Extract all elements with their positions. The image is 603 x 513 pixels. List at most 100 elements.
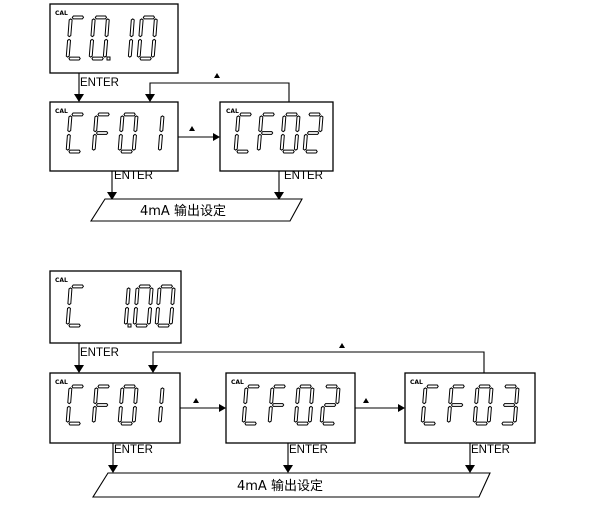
lcd-segment xyxy=(71,15,85,20)
bottom-cf03-enter-arrowhead xyxy=(465,465,475,473)
lcd-segment xyxy=(448,387,454,405)
lcd-segment xyxy=(256,133,262,151)
lcd-segment xyxy=(502,403,516,407)
lcd-segment xyxy=(138,284,152,289)
top-cf02-digits xyxy=(233,112,324,154)
lcd-segment xyxy=(123,384,136,389)
lcd-segment xyxy=(102,38,109,58)
lcd-segment xyxy=(120,421,133,426)
bottom-banner-label: 4mA 输出设定 xyxy=(237,478,323,494)
bottom-cf02-enter-arrowhead xyxy=(283,465,293,473)
lcd-segment xyxy=(71,384,84,389)
lcd-digit xyxy=(65,384,84,426)
lcd-segment xyxy=(260,131,274,135)
lcd-segment xyxy=(93,115,99,133)
top-loop-line xyxy=(149,82,290,102)
bottom-up-key-icon-2 xyxy=(363,398,369,403)
lcd-segment xyxy=(125,287,131,306)
lcd-digit xyxy=(123,287,131,325)
bottom-start-digits xyxy=(65,284,176,328)
bottom-flow: CAL ENTER CAL CAL CAL xyxy=(49,270,536,498)
lcd-segment xyxy=(262,112,275,117)
lcd-segment xyxy=(65,405,71,423)
top-start-enter-arrowhead xyxy=(74,94,84,102)
lcd-segment xyxy=(68,421,81,426)
bottom-loop-up-key-icon xyxy=(339,343,345,348)
lcd-digit xyxy=(256,112,275,151)
lcd-segment xyxy=(302,133,308,151)
top-banner-label: 4mA 输出设定 xyxy=(140,203,226,219)
lcd-digit xyxy=(132,284,154,328)
lcd-segment xyxy=(91,405,97,423)
lcd-segment xyxy=(308,112,321,117)
top-start-enter-label: ENTER xyxy=(80,77,119,89)
lcd-segment xyxy=(97,384,110,389)
top-start-digits xyxy=(65,15,158,61)
lcd-segment xyxy=(478,384,491,389)
lcd-segment xyxy=(236,149,249,154)
lcd-segment xyxy=(157,323,170,328)
lcd-digit xyxy=(241,384,260,426)
lcd-digit xyxy=(501,384,520,426)
lcd-segment xyxy=(309,387,315,405)
lcd-segment xyxy=(422,387,428,405)
top-loop-arrowhead xyxy=(145,94,155,102)
lcd-segment xyxy=(123,112,136,117)
lcd-digit xyxy=(65,15,85,61)
lcd-segment xyxy=(154,306,160,325)
bottom-cf03-digits xyxy=(420,384,520,426)
lcd-segment xyxy=(281,115,287,133)
bottom-banner-shape xyxy=(92,472,491,498)
lcd-segment xyxy=(159,115,165,133)
lcd-segment xyxy=(486,405,492,423)
lcd-segment xyxy=(420,405,426,423)
lcd-segment xyxy=(94,15,108,20)
cal-label: CAL xyxy=(55,379,68,386)
lcd-segment xyxy=(299,384,312,389)
lcd-segment xyxy=(95,403,109,407)
lcd-segment xyxy=(279,133,285,151)
bottom-cf02-digits xyxy=(241,384,341,426)
lcd-segment xyxy=(305,149,318,154)
lcd-segment xyxy=(323,403,337,407)
bottom-start-enter-arrowhead xyxy=(74,365,84,373)
lcd-segment xyxy=(446,405,452,423)
lcd-segment xyxy=(170,287,176,306)
lcd-segment xyxy=(131,133,137,151)
lcd-segment xyxy=(88,38,95,58)
lcd-segment xyxy=(146,306,153,325)
lcd-segment xyxy=(239,112,252,117)
lcd-segment xyxy=(120,149,133,154)
lcd-segment xyxy=(157,405,163,423)
lcd-segment xyxy=(65,133,71,151)
lcd-segment xyxy=(450,403,464,407)
lcd-segment xyxy=(67,115,73,133)
lcd-segment xyxy=(472,405,478,423)
lcd-digit xyxy=(472,384,494,426)
lcd-digit xyxy=(420,384,439,426)
lcd-segment xyxy=(423,421,436,426)
lcd-segment xyxy=(95,131,109,135)
lcd-segment xyxy=(512,405,518,423)
lcd-segment xyxy=(335,387,341,405)
lcd-segment xyxy=(156,287,162,306)
top-cf02-enter-arrowhead xyxy=(274,192,284,200)
bottom-state-cf03: CAL xyxy=(404,372,536,444)
top-start-display: CAL xyxy=(49,3,179,74)
bottom-next-arrowhead-2 xyxy=(398,404,405,412)
lcd-segment xyxy=(68,323,81,328)
top-cf01-enter-label: ENTER xyxy=(114,170,153,182)
lcd-segment xyxy=(71,284,85,289)
lcd-segment xyxy=(233,133,239,151)
top-cf01-digits xyxy=(65,112,165,154)
lcd-segment xyxy=(295,115,301,133)
lcd-segment xyxy=(71,112,84,117)
lcd-digit xyxy=(88,15,110,61)
lcd-segment xyxy=(134,287,140,306)
lcd-segment xyxy=(152,18,158,38)
lcd-segment xyxy=(269,387,275,405)
cal-label: CAL xyxy=(226,108,239,115)
lcd-segment xyxy=(426,384,439,389)
bottom-start-enter-label: ENTER xyxy=(80,347,119,359)
